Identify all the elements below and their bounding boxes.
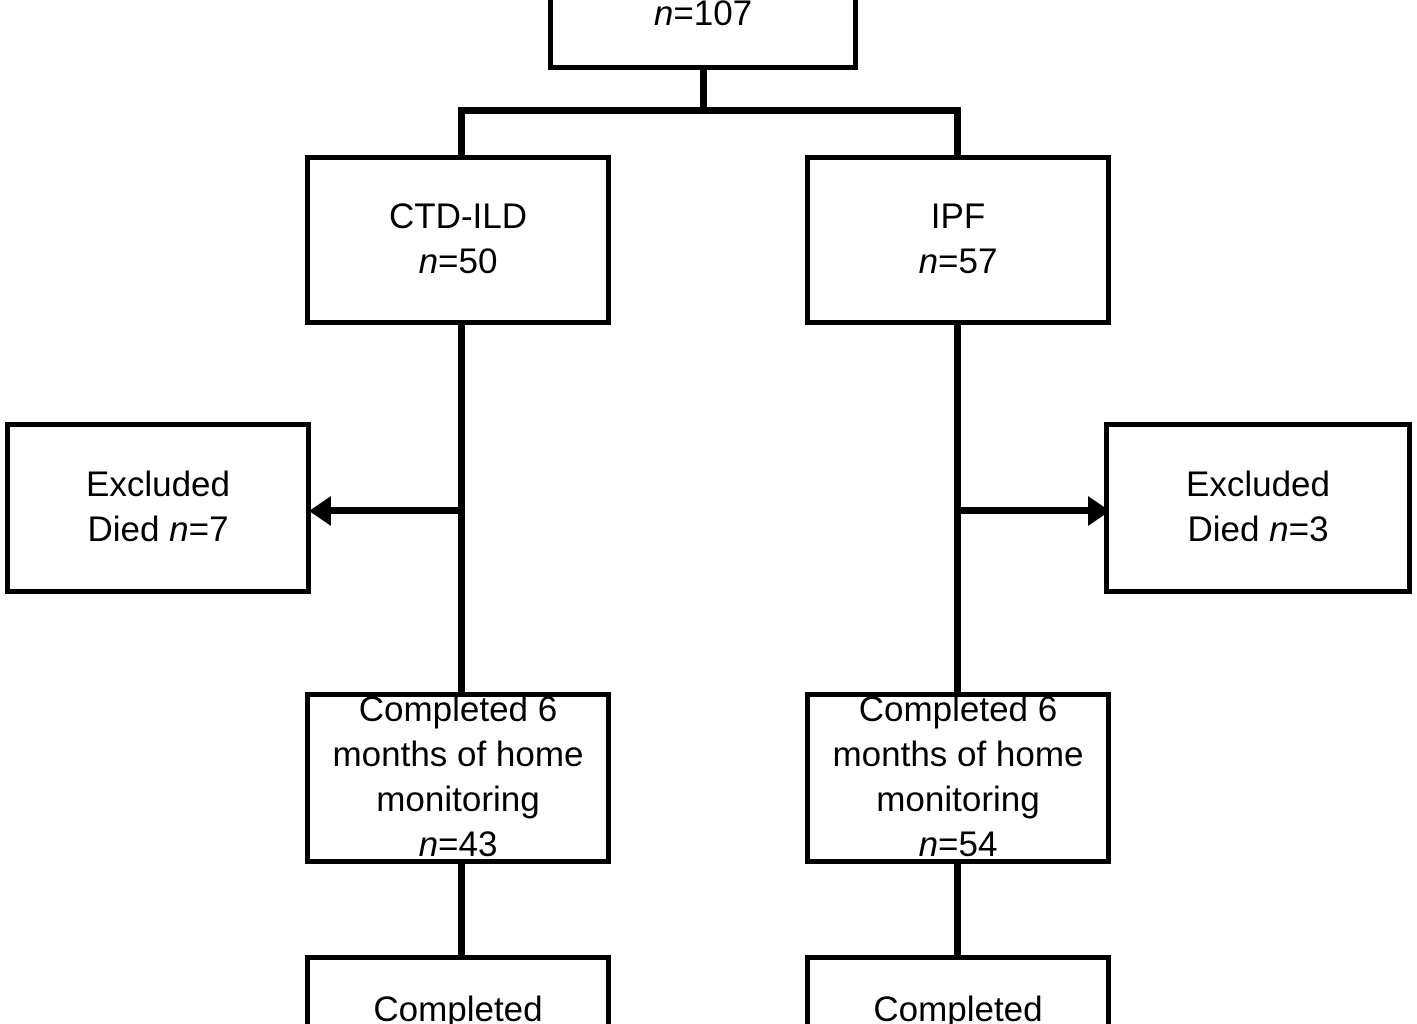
n-symbol: n (418, 242, 439, 281)
node-completed-ipf: Completed (805, 955, 1111, 1024)
arrow-shaft-excluded-right (954, 507, 1094, 514)
node-total-enrolled-label: n=107 (654, 0, 752, 36)
n-symbol: n (653, 0, 674, 33)
arrowhead-left-icon (309, 496, 331, 526)
n-value: =43 (438, 824, 498, 864)
node-home-monitoring-ipf-line3: monitoring (876, 780, 1040, 819)
node-home-monitoring-ctd-ild: Completed 6 months of home monitoring n=… (305, 690, 611, 864)
node-total-enrolled: n=107 (548, 0, 858, 70)
connector-drop-to-ipf (954, 107, 961, 159)
node-excluded-ipf: Excluded Died n=3 (1104, 422, 1412, 594)
node-home-monitoring-ipf-line2: months of home (832, 735, 1084, 775)
node-excluded-ipf-count: Died n=3 (1187, 508, 1328, 553)
node-home-monitoring-ctd-ild-line1: Completed 6 (358, 690, 558, 730)
n-value: =107 (673, 0, 753, 33)
n-value: =57 (938, 242, 998, 281)
node-excluded-ipf-title: Excluded (1186, 465, 1330, 505)
node-home-monitoring-ipf-line1: Completed 6 (858, 690, 1058, 730)
node-ctd-ild: CTD-ILD n=50 (305, 155, 611, 325)
n-symbol: n (169, 510, 189, 549)
node-ipf-count: n=57 (919, 240, 998, 285)
node-excluded-ctd-ild: Excluded Died n=7 (5, 422, 311, 594)
node-home-monitoring-ipf-count: n=54 (919, 823, 998, 868)
node-home-monitoring-ctd-ild-line2: months of home (332, 735, 584, 775)
node-ctd-ild-count: n=50 (419, 240, 498, 285)
arrow-shaft-excluded-left (324, 507, 462, 514)
node-home-monitoring-ctd-ild-count: n=43 (419, 823, 498, 868)
connector-root-stem (700, 66, 707, 112)
connector-split-bar (458, 107, 961, 114)
n-symbol: n (418, 824, 439, 864)
died-label: Died (87, 510, 170, 549)
node-excluded-ctd-ild-count: Died n=7 (87, 508, 228, 553)
connector-tail-left (458, 860, 465, 959)
node-completed-ipf-label: Completed (873, 989, 1043, 1024)
n-value: =54 (938, 824, 998, 864)
node-home-monitoring-ipf: Completed 6 months of home monitoring n=… (805, 690, 1111, 864)
n-value: =7 (188, 510, 229, 549)
n-symbol: n (918, 824, 939, 864)
n-value: =50 (438, 242, 498, 281)
n-symbol: n (1269, 510, 1289, 549)
n-value: =3 (1288, 510, 1329, 549)
node-ipf: IPF n=57 (805, 155, 1111, 325)
died-label: Died (1187, 510, 1270, 549)
node-home-monitoring-ctd-ild-line3: monitoring (376, 780, 540, 819)
connector-drop-to-ctdild (458, 107, 465, 159)
node-ctd-ild-title: CTD-ILD (388, 197, 528, 237)
node-completed-ctd-ild: Completed (305, 955, 611, 1024)
node-ipf-title: IPF (930, 197, 986, 237)
node-excluded-ctd-ild-title: Excluded (86, 465, 230, 505)
node-completed-ctd-ild-label: Completed (373, 989, 543, 1024)
n-symbol: n (918, 242, 939, 281)
connector-tail-right (954, 860, 961, 959)
